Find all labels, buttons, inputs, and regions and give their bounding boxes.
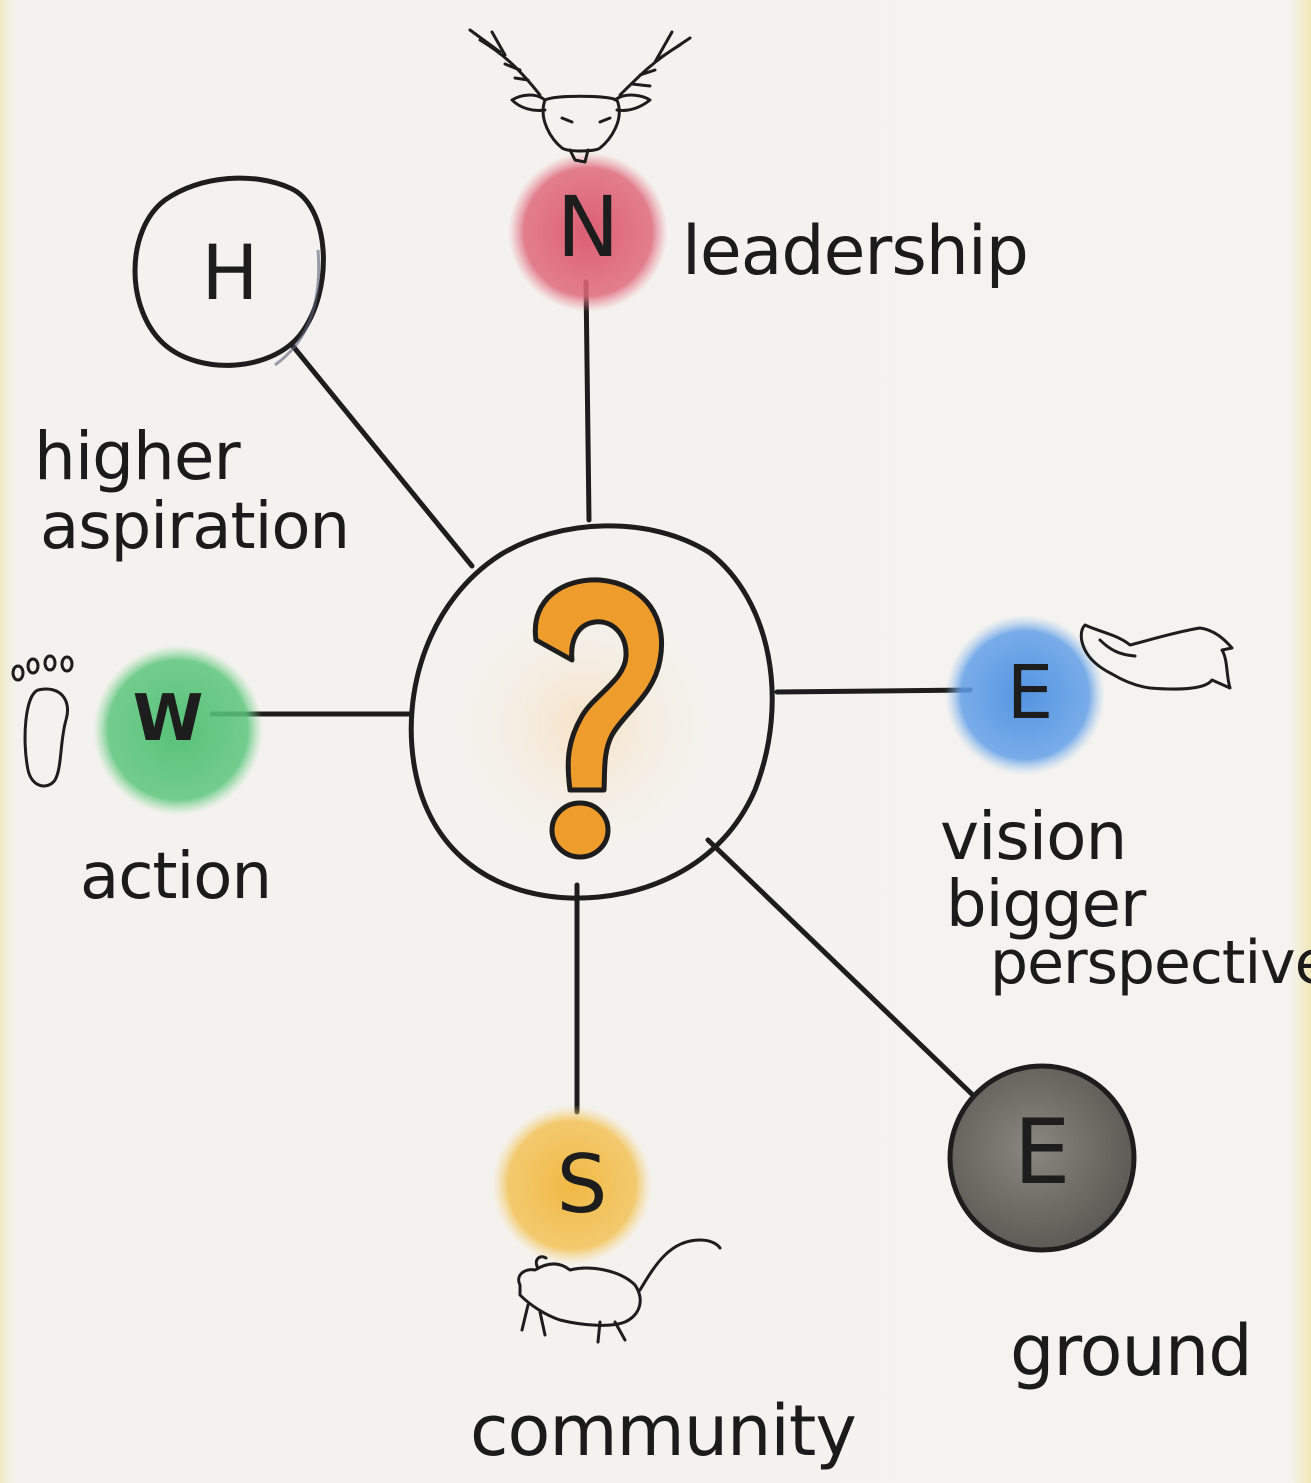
north-color-blob <box>508 152 668 312</box>
earth-color-blob <box>947 1063 1137 1253</box>
heaven-label-line1: higher <box>34 418 241 495</box>
south-letter: S <box>556 1138 608 1231</box>
spoke-earth <box>705 837 981 1103</box>
spoke-east <box>774 687 973 695</box>
south-color-blob <box>492 1105 652 1265</box>
spoke-north <box>583 279 592 523</box>
question-mark-icon <box>532 577 664 860</box>
west-label: action <box>80 840 272 914</box>
deer-icon <box>468 28 692 164</box>
bear-paw-icon <box>11 654 74 788</box>
east-letter: E <box>1006 650 1054 736</box>
north-label: leadership <box>682 212 1029 291</box>
east-label-line3: perspective <box>990 928 1311 998</box>
heaven-letter: H <box>201 228 259 317</box>
earth-label: ground <box>1010 1310 1253 1392</box>
east-label-line1: vision <box>940 798 1127 875</box>
heaven-circle <box>132 175 326 368</box>
mouse-icon <box>517 1238 722 1344</box>
eagle-icon <box>1079 623 1234 691</box>
north-letter: N <box>556 178 620 276</box>
east-label-line2: bigger <box>946 868 1146 942</box>
south-label: community <box>470 1390 857 1472</box>
west-letter: W <box>132 682 204 756</box>
earth-letter: E <box>1013 1100 1071 1205</box>
spoke-heaven <box>289 342 475 569</box>
heaven-circle-shadow <box>274 249 321 367</box>
west-color-blob <box>93 645 263 815</box>
center-circle <box>408 523 775 901</box>
heaven-label-line2: aspiration <box>40 490 350 564</box>
east-color-blob <box>945 615 1105 775</box>
